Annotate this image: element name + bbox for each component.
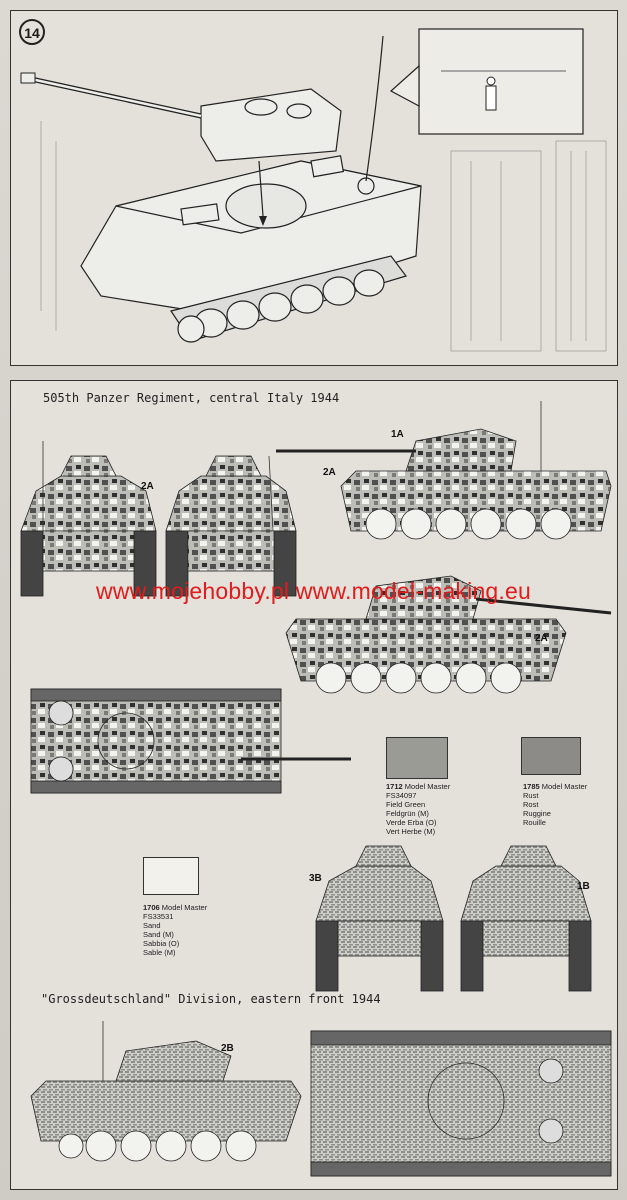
color-brand: Model Master xyxy=(541,782,588,791)
color-brand: Model Master xyxy=(161,903,208,912)
color-line: Rost xyxy=(523,800,539,809)
callout-front-3b: 3B xyxy=(309,873,322,884)
color-line: Sable (M) xyxy=(143,948,176,957)
assembly-drawing xyxy=(20,28,607,352)
callout-side2-2a: 2A xyxy=(535,633,548,644)
color-code: 1712 xyxy=(386,782,403,791)
color-brand: Model Master xyxy=(404,782,451,791)
callout-turret-1a: 1A xyxy=(391,429,404,440)
color-line: Sand xyxy=(143,921,161,930)
color-line: Sand (M) xyxy=(143,930,174,939)
color-code: 1785 xyxy=(523,782,540,791)
color-swatch-1706 xyxy=(143,857,199,895)
painting-panel: 505th Panzer Regiment, central Italy 194… xyxy=(10,380,618,1190)
callout-side-2a: 2A xyxy=(323,467,336,478)
scheme1-title: 505th Panzer Regiment, central Italy 194… xyxy=(43,391,340,405)
scheme2-title: "Grossdeutschland" Division, eastern fro… xyxy=(41,992,381,1006)
color-label-1706: 1706 Model Master FS33531 Sand Sand (M) … xyxy=(143,903,207,957)
callout-rear-1b: 1B xyxy=(577,881,590,892)
color-line: Rust xyxy=(523,791,539,800)
color-line: Vert Herbe (M) xyxy=(386,827,436,836)
callout-front-2a: 2A xyxy=(141,481,154,492)
scheme1-drawings xyxy=(20,401,612,1177)
color-line: FS34097 xyxy=(386,791,417,800)
watermark-text: www.mojehobby.pl www.model-making.eu xyxy=(95,578,531,604)
color-line: FS33531 xyxy=(143,912,174,921)
callout-side-2b: 2B xyxy=(221,1043,234,1054)
assembly-panel: 14 xyxy=(10,10,618,366)
color-line: Field Green xyxy=(386,800,426,809)
color-line: Rouille xyxy=(523,818,546,827)
color-swatch-1712 xyxy=(386,737,448,779)
color-line: Verde Erba (O) xyxy=(386,818,437,827)
color-line: Ruggine xyxy=(523,809,551,818)
color-label-1785: 1785 Model Master Rust Rost Ruggine Roui… xyxy=(523,782,587,827)
color-code: 1706 xyxy=(143,903,160,912)
color-label-1712: 1712 Model Master FS34097 Field Green Fe… xyxy=(386,782,450,836)
color-line: Sabbia (O) xyxy=(143,939,180,948)
step-number: 14 xyxy=(19,19,45,45)
color-line: Feldgrün (M) xyxy=(386,809,429,818)
color-swatch-1785 xyxy=(521,737,581,775)
